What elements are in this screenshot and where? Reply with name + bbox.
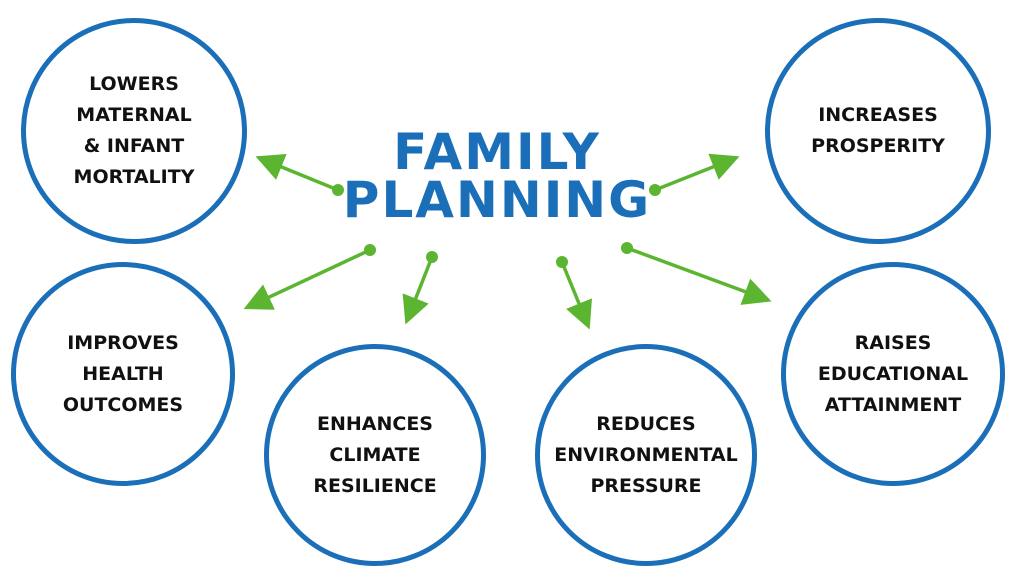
arrow-dot [426, 251, 438, 263]
benefit-text: LOWERS [89, 73, 179, 95]
benefit-text: OUTCOMES [62, 393, 184, 416]
arrow-to-mortality [255, 153, 339, 192]
benefit-text: PROSPERITY [811, 135, 945, 157]
benefit-text: ENHANCES [317, 412, 433, 435]
benefit-text: HEALTH [82, 362, 164, 385]
arrow-to-health [243, 248, 371, 310]
benefit-text: RESILIENCE [313, 474, 437, 497]
benefit-circle-education: RAISES EDUCATIONAL ATTAINMENT [781, 262, 1005, 486]
benefit-circle-climate: ENHANCES CLIMATE RESILIENCE [264, 344, 486, 566]
arrow-to-prosperity [654, 153, 740, 192]
benefit-text: CLIMATE [329, 443, 421, 466]
benefit-circle-prosperity: INCREASES PROSPERITY [765, 18, 991, 244]
arrow-dot [649, 184, 661, 196]
arrow-to-education [626, 246, 772, 305]
title-line-2: PLANNING [342, 171, 652, 229]
benefit-text: ENVIRONMENTAL [554, 443, 738, 466]
arrow-dot [332, 184, 344, 196]
arrow-to-environment [560, 261, 592, 330]
benefit-text: IMPROVES [67, 331, 179, 354]
arrow-dot [621, 242, 633, 254]
benefit-text: MATERNAL [76, 104, 192, 126]
benefit-text: REDUCES [596, 412, 696, 435]
benefit-text: RAISES [854, 331, 932, 354]
title-line-1: FAMILY [393, 123, 601, 181]
benefit-text: EDUCATIONAL [817, 362, 969, 385]
benefit-text: ATTAINMENT [824, 393, 962, 416]
benefit-text: MORTALITY [73, 166, 195, 188]
benefit-text: PRESSURE [590, 474, 702, 497]
benefit-text: & INFANT [83, 135, 185, 157]
arrow-dot [364, 244, 376, 256]
arrow-dot [556, 256, 568, 268]
benefit-circle-health: IMPROVES HEALTH OUTCOMES [11, 262, 235, 486]
benefit-circle-environment: REDUCES ENVIRONMENTAL PRESSURE [535, 344, 757, 566]
arrow-to-climate [402, 256, 434, 325]
diagram-title: FAMILY PLANNING [330, 123, 664, 229]
benefit-text: INCREASES [818, 104, 938, 126]
benefit-circle-mortality: LOWERS MATERNAL & INFANT MORTALITY [21, 18, 247, 244]
